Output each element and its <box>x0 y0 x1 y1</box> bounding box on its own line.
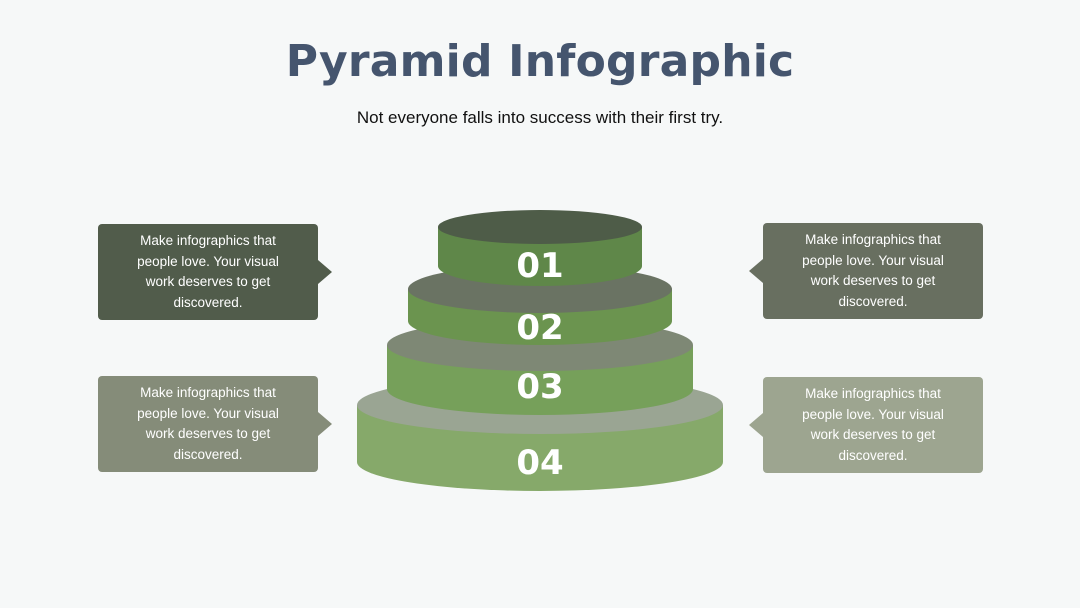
tier-04-number: 04 <box>516 443 563 483</box>
callout-tier-03-text: Make infographics that people love. Your… <box>137 385 279 462</box>
pyramid-tier-01: 01 <box>438 210 642 286</box>
callout-tier-03: Make infographics that people love. Your… <box>98 376 318 472</box>
page-subtitle: Not everyone falls into success with the… <box>356 108 724 127</box>
callout-tier-01: Make infographics that people love. Your… <box>98 224 318 320</box>
tier-01-side <box>438 227 642 286</box>
callout-tier-04: Make infographics that people love. Your… <box>763 377 983 473</box>
callout-tier-02: Make infographics that people love. Your… <box>763 223 983 319</box>
callout-tier-04-text: Make infographics that people love. Your… <box>802 386 944 463</box>
callout-tier-02-text: Make infographics that people love. Your… <box>802 232 944 309</box>
callout-tier-01-text: Make infographics that people love. Your… <box>137 233 279 310</box>
tier-01-top <box>438 210 642 244</box>
tier-01-number: 01 <box>516 246 563 286</box>
tier-03-number: 03 <box>516 367 563 407</box>
page-title: Pyramid Infographic <box>285 36 795 87</box>
tier-02-number: 02 <box>516 308 563 348</box>
